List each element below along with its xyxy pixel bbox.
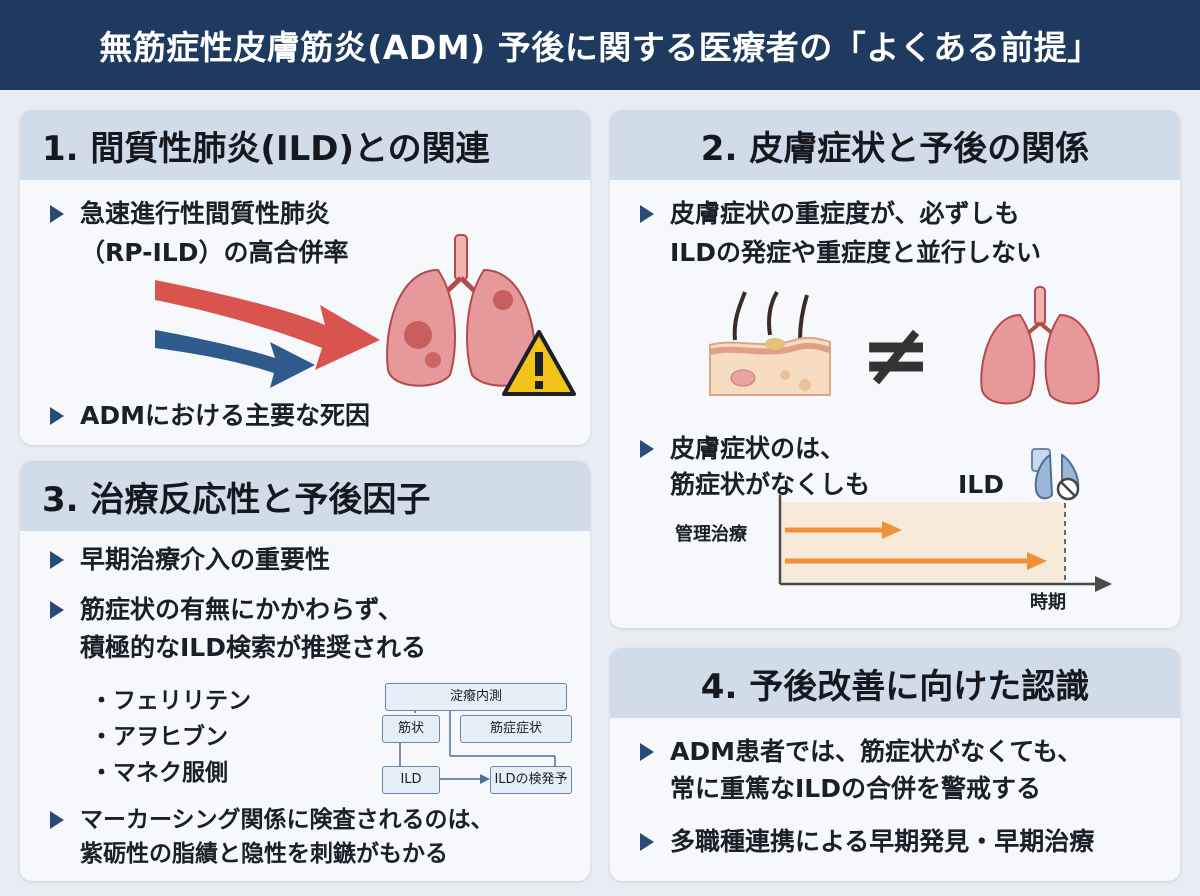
section-awareness: 4. 予後改善に向けた認識 ADM患者では、筋症状がなくても、 常に重篤なILD… [610,648,1180,881]
bullet-marker-icon [640,440,654,458]
bullet-item-continued: （RP-ILD）の高合併率 [80,238,349,267]
progression-arrows-icon [155,280,380,388]
section-heading: 2. 皮膚症状と予後の関係 [610,110,1180,180]
bullet-item: 皮膚症状のは、 [640,430,845,467]
bullet-item: 多職種連携による早期発見・早期治療 [640,823,1094,860]
bullet-item: ADM患者では、筋症状がなくても、 [640,733,1082,770]
bullet-item: ADMにおける主要な死因 [50,397,370,434]
flow-box-bottom-left: ILD [382,766,440,794]
flow-box-bottom-right: ILDの検発予 [490,766,572,794]
bullet-item-continued: 紫砺性の脂績と隐性を刺鏃がもかる [80,841,448,867]
chart-x-label: 時期 [1030,592,1066,613]
section-heading: 3. 治療反応性と予後因子 [20,461,590,531]
flow-box-right: 筋症症状 [460,715,572,743]
bullet-marker-icon [640,833,654,851]
bullet-marker-icon [640,743,654,761]
section-heading: 4. 予後改善に向けた認識 [610,648,1180,718]
chart-y-label: 管理治療 [675,524,747,545]
warning-icon [502,330,576,396]
bullet-item-continued: 常に重篤なILDの合併を警戒する [670,774,1041,803]
bullet-item: 皮膚症状の重症度が、必ずしも [640,195,1020,232]
bullet-item: マーカーシング関係に険査されるのは、 [50,803,494,837]
page-title: 無筋症性皮膚筋炎(ADM) 予後に関する医療者の「よくある前提」 [99,28,1101,67]
not-equal-icon: ≠ [860,305,933,405]
bullet-item-continued: 筋症状がなくしも [670,470,871,499]
bullet-item: 筋症状の有無にかかわらず、 [50,591,403,628]
bullet-item-continued: ILDの発症や重症度と並行しない [670,238,1041,267]
bullet-item: 急速進行性間質性肺炎 [50,195,330,232]
marker-item: ・アヲヒブン [90,724,228,750]
flow-box-top: 淀癈内測 [385,683,567,711]
bullet-marker-icon [50,205,64,223]
section-treatment: 3. 治療反応性と予後因子 早期治療介入の重要性 筋症状の有無にかかわらず、 積… [20,461,590,881]
bullet-item-continued: 積極的なILD検索が推奨される [80,633,426,662]
chart-shaded-region [780,502,1065,584]
bullet-marker-icon [50,551,64,569]
title-bar: 無筋症性皮膚筋炎(ADM) 予後に関する医療者の「よくある前提」 [0,0,1200,90]
marker-item: ・マネク服側 [90,760,228,786]
bullet-item: 早期治療介入の重要性 [50,541,330,578]
timeline-axes [778,495,1112,592]
section-ild: 1. 間質性肺炎(ILD)との関連 急速進行性間質性肺炎 （RP-ILD）の高合… [20,110,590,445]
bullet-marker-icon [50,407,64,425]
flow-box-left: 筋状 [382,715,440,743]
section-heading: 1. 間質性肺炎(ILD)との関連 [20,110,590,180]
bullet-marker-icon [640,205,654,223]
marker-item: ・フェリリテン [90,688,251,714]
lungs-icon [386,234,536,387]
lungs-icon [980,286,1100,405]
section-skin-prognosis: 2. 皮膚症状と予後の関係 皮膚症状の重症度が、必ずしも ILDの発症や重症度と… [610,110,1180,628]
bullet-marker-icon [50,811,64,829]
bullet-marker-icon [50,601,64,619]
skin-icon [709,290,831,396]
bullet-item-continued: ILD [958,470,1004,499]
lung-prohibit-icon [1031,448,1080,501]
